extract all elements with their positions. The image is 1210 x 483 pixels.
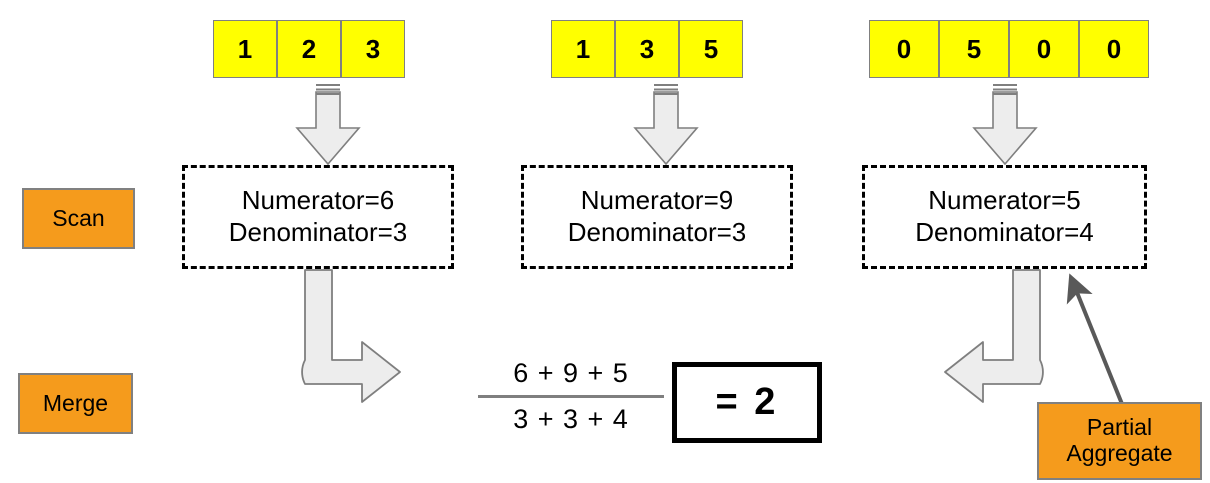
partial-aggregate-box-2: Numerator=9 Denominator=3 [521, 165, 793, 269]
denominator-text: Denominator=3 [567, 217, 747, 247]
result-box: = 2 [672, 362, 822, 443]
callout-line-1: Partial [1086, 414, 1153, 441]
result-value: = 2 [715, 381, 779, 423]
array-cell: 1 [551, 20, 615, 78]
denominator-text: Denominator=3 [228, 217, 408, 247]
array-cell: 0 [1009, 20, 1079, 78]
curved-arrow-left-icon [944, 269, 1044, 403]
array-cell: 1 [213, 20, 277, 78]
denominator-text: Denominator=4 [915, 217, 1094, 247]
array-cell: 0 [869, 20, 939, 78]
numerator-text: Numerator=5 [928, 185, 1081, 216]
block-down-arrow-2 [633, 84, 699, 166]
block-down-arrow-3 [972, 84, 1038, 166]
input-array-3: 0 5 0 0 [869, 20, 1149, 78]
input-array-2: 1 3 5 [551, 20, 743, 78]
scan-stage-label: Scan [22, 188, 135, 249]
array-cell: 0 [1079, 20, 1149, 78]
array-cell: 5 [939, 20, 1009, 78]
array-cell: 2 [277, 20, 341, 78]
array-cell: 5 [679, 20, 743, 78]
partial-aggregate-box-1: Numerator=6 Denominator=3 [182, 165, 454, 269]
array-cell: 3 [615, 20, 679, 78]
numerator-text: Numerator=6 [241, 185, 395, 216]
partial-aggregate-box-3: Numerator=5 Denominator=4 [862, 165, 1147, 269]
fraction-numerator: 6 + 9 + 5 [513, 358, 629, 388]
curved-arrow-right-icon [301, 269, 401, 403]
fraction-bar [478, 394, 664, 398]
block-down-arrow-1 [295, 84, 361, 166]
input-array-1: 1 2 3 [213, 20, 405, 78]
final-fraction: 6 + 9 + 5 3 + 3 + 4 [478, 356, 664, 436]
merge-stage-label-text: Merge [42, 389, 109, 416]
partial-aggregate-callout: Partial Aggregate [1037, 402, 1202, 480]
array-cell: 3 [341, 20, 405, 78]
callout-pointer-arrow-icon [1066, 273, 1124, 405]
callout-line-2: Aggregate [1066, 440, 1173, 466]
fraction-denominator: 3 + 3 + 4 [513, 403, 629, 434]
scan-stage-label-text: Scan [52, 204, 105, 231]
numerator-text: Numerator=9 [580, 185, 734, 216]
merge-stage-label: Merge [18, 373, 133, 434]
